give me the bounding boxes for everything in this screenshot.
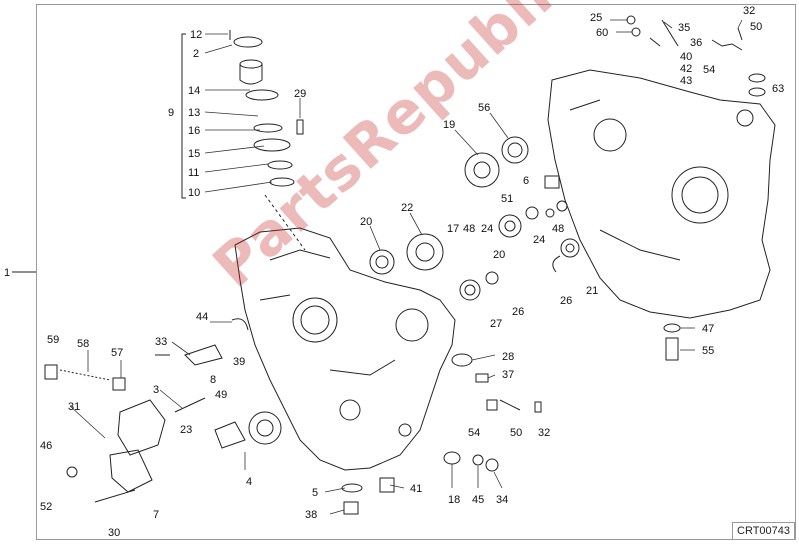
callout-27: 27 xyxy=(490,318,502,330)
callout-15: 15 xyxy=(188,148,200,160)
callout-50: 50 xyxy=(750,21,762,33)
callout-28: 28 xyxy=(502,351,514,363)
callout-20: 20 xyxy=(360,216,372,228)
callout-26: 26 xyxy=(512,306,524,318)
callout-24b: 24 xyxy=(533,234,545,246)
callout-4: 4 xyxy=(246,476,252,488)
bearings xyxy=(369,136,580,301)
callout-5: 5 xyxy=(312,487,318,499)
callout-43: 43 xyxy=(680,75,692,87)
callout-24: 24 xyxy=(481,223,493,235)
callout-19: 19 xyxy=(443,119,455,131)
callout-40: 40 xyxy=(680,51,692,63)
callout-52: 52 xyxy=(40,501,52,513)
callout-39: 39 xyxy=(233,356,245,368)
bottom-plugs xyxy=(341,353,542,515)
callout-18: 18 xyxy=(448,494,460,506)
callout-17: 17 xyxy=(447,223,459,235)
callout-46: 46 xyxy=(40,440,52,452)
pump-assembly xyxy=(44,318,282,503)
callout-32b: 32 xyxy=(538,427,550,439)
callout-labels: 1 12 2 14 9 13 16 15 11 10 29 19 56 20 2… xyxy=(4,5,784,539)
callout-29: 29 xyxy=(294,88,306,100)
callout-1: 1 xyxy=(4,267,10,279)
callout-16: 16 xyxy=(188,125,200,137)
callout-20b: 20 xyxy=(493,249,505,261)
callout-60: 60 xyxy=(596,27,608,39)
callout-30: 30 xyxy=(108,527,120,539)
callout-22: 22 xyxy=(401,202,413,214)
callout-2: 2 xyxy=(193,48,199,60)
callout-35: 35 xyxy=(678,22,690,34)
callout-25: 25 xyxy=(590,12,602,24)
oil-filler-assembly xyxy=(229,30,306,251)
callout-41: 41 xyxy=(410,483,422,495)
callout-57: 57 xyxy=(111,347,123,359)
top-right-parts xyxy=(626,15,766,361)
callout-14: 14 xyxy=(188,85,200,97)
leader-lines xyxy=(69,19,743,515)
callout-21: 21 xyxy=(586,285,598,297)
callout-48: 48 xyxy=(463,223,475,235)
callout-31: 31 xyxy=(68,401,80,413)
callout-54b: 54 xyxy=(468,427,480,439)
right-crankcase xyxy=(547,69,776,319)
callout-36: 36 xyxy=(690,37,702,49)
callout-49: 49 xyxy=(215,389,227,401)
callout-58: 58 xyxy=(77,338,89,350)
diagram-frame xyxy=(36,4,796,540)
callout-9: 9 xyxy=(168,107,174,119)
callout-47: 47 xyxy=(702,323,714,335)
bracket-9 xyxy=(181,33,186,199)
callout-54: 54 xyxy=(703,64,715,76)
callout-6: 6 xyxy=(523,175,529,187)
callout-23: 23 xyxy=(180,424,192,436)
callout-45: 45 xyxy=(472,494,484,506)
callout-26b: 26 xyxy=(560,295,572,307)
callout-50b: 50 xyxy=(510,427,522,439)
callout-13: 13 xyxy=(188,107,200,119)
callout-55: 55 xyxy=(702,345,714,357)
callout-44: 44 xyxy=(196,311,208,323)
callout-59: 59 xyxy=(47,334,59,346)
callout-11: 11 xyxy=(188,167,199,179)
diagram-code: CRT00743 xyxy=(732,522,795,540)
callout-56: 56 xyxy=(478,102,490,114)
callout-48b: 48 xyxy=(552,223,564,235)
callout-3: 3 xyxy=(153,384,159,396)
callout-12: 12 xyxy=(190,29,202,41)
callout-8: 8 xyxy=(210,374,216,386)
left-crankcase xyxy=(234,227,456,471)
callout-32: 32 xyxy=(743,5,755,17)
callout-34: 34 xyxy=(496,494,508,506)
callout-37: 37 xyxy=(502,369,514,381)
callout-7: 7 xyxy=(153,509,159,521)
callout-42: 42 xyxy=(680,63,692,75)
callout-38: 38 xyxy=(305,509,317,521)
callout-51: 51 xyxy=(501,193,513,205)
callout-63: 63 xyxy=(772,83,784,95)
callout-33: 33 xyxy=(155,336,167,348)
callout-10: 10 xyxy=(188,187,200,199)
